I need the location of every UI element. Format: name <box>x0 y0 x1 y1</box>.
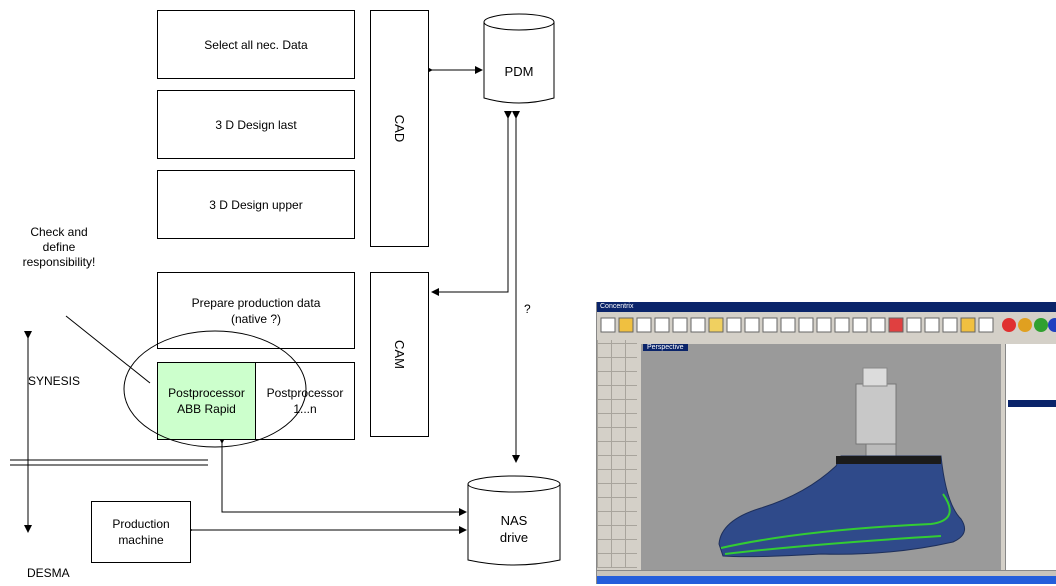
cam-label: CAM <box>391 340 407 369</box>
production-machine-box: Production machine <box>91 501 191 563</box>
prepare-production-label: Prepare production data (native ?) <box>191 295 321 326</box>
select-data-box: Select all nec. Data <box>157 10 355 79</box>
nas-label: NAS drive <box>499 513 529 545</box>
arrow-postprocessor-nas <box>218 436 467 516</box>
shoe-last-model <box>718 367 966 558</box>
postprocessor-n-box: Postprocessor 1...n <box>255 362 355 440</box>
question-mark-label: ? <box>524 302 531 316</box>
postprocessor-n-label: Postprocessor 1...n <box>266 386 344 416</box>
design-upper-label: 3 D Design upper <box>209 197 303 212</box>
callout-line <box>65 315 151 384</box>
design-last-label: 3 D Design last <box>215 117 297 132</box>
viewport-label: Perspective <box>643 344 688 351</box>
screenshot-viewport: Perspective <box>641 344 1001 570</box>
prepare-production-box: Prepare production data (native ?) <box>157 272 355 349</box>
postprocessor-abb-label: Postprocessor ABB Rapid <box>168 386 245 416</box>
screenshot-title-bar: Concentrix <box>597 302 1056 312</box>
pdm-label: PDM <box>504 64 534 79</box>
design-last-box: 3 D Design last <box>157 90 355 159</box>
arrow-pdm-prepare <box>431 111 512 296</box>
select-data-label: Select all nec. Data <box>204 37 308 52</box>
cad-software-screenshot: Concentrix Perspecti <box>596 302 1056 584</box>
screenshot-tool-palette <box>597 340 637 568</box>
screenshot-status-bar <box>597 570 1056 577</box>
screenshot-title: Concentrix <box>600 303 634 310</box>
screenshot-toolbar <box>597 314 1056 338</box>
screenshot-taskbar <box>597 576 1056 584</box>
production-machine-label: Production machine <box>112 517 170 547</box>
cad-label: CAD <box>391 114 407 143</box>
layer-panel-highlight <box>1008 400 1056 407</box>
postprocessor-abb-box: Postprocessor ABB Rapid <box>157 362 256 440</box>
nas-cylinder-shape <box>467 475 561 566</box>
pdm-cylinder-shape <box>483 13 555 104</box>
design-upper-box: 3 D Design upper <box>157 170 355 239</box>
desma-label: DESMA <box>27 566 70 580</box>
cam-box: CAM <box>370 272 429 437</box>
screenshot-layer-panel <box>1005 344 1056 570</box>
check-responsibility-note: Check and define responsibility! <box>22 225 96 269</box>
cad-box: CAD <box>370 10 429 247</box>
synesis-label: SYNESIS <box>28 374 81 388</box>
